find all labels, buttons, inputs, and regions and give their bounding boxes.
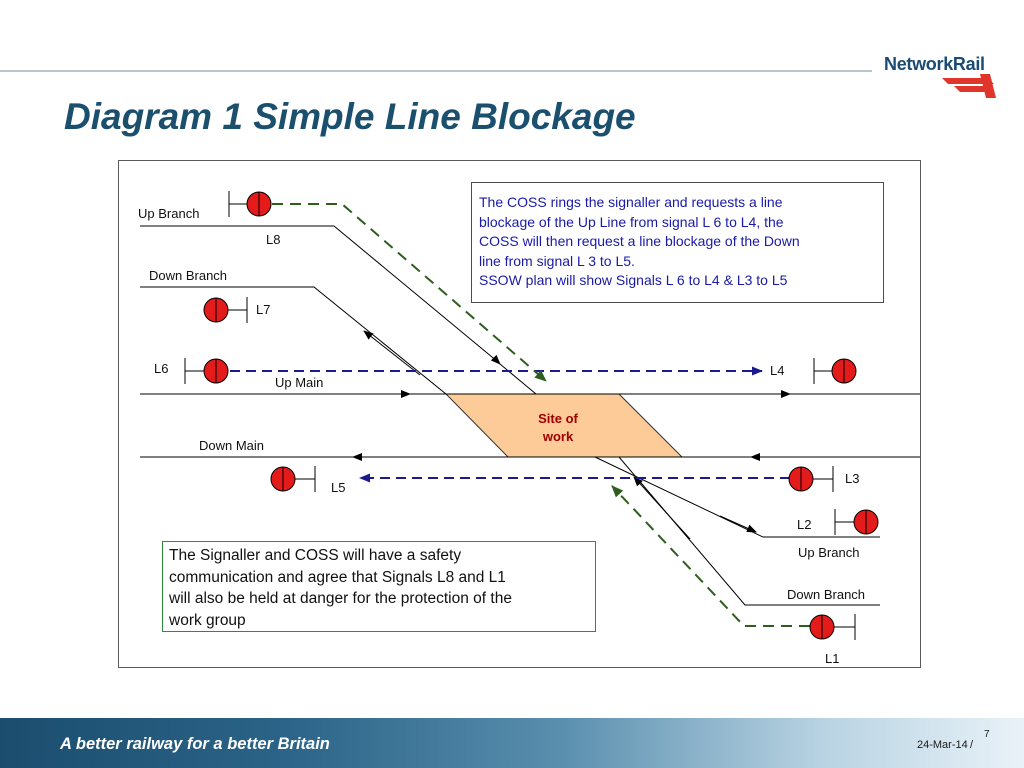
- page-number: 7: [984, 729, 990, 740]
- signal-l8-icon: [228, 191, 272, 217]
- signal-l7-icon: [203, 297, 248, 323]
- header-rule: [0, 70, 872, 72]
- label-signal-l6: L6: [154, 361, 169, 376]
- logo-text: NetworkRail: [884, 54, 985, 74]
- footer-date: 24-Mar-14: [917, 739, 968, 751]
- signal-l4-icon: [813, 358, 857, 384]
- label-signal-l8: L8: [266, 232, 281, 247]
- label-signal-l1: L1: [825, 651, 840, 666]
- label-signal-l5: L5: [331, 480, 346, 495]
- site-label-line: work: [542, 429, 574, 444]
- signal-l3-icon: [788, 466, 834, 492]
- safety-note-line: The Signaller and COSS will have a safet…: [169, 547, 462, 564]
- label-down-branch-left: Down Branch: [149, 268, 228, 283]
- signal-l2-icon: [834, 509, 879, 535]
- coss-note-line: blockage of the Up Line from signal L 6 …: [479, 213, 784, 230]
- site-label-line: Site of: [538, 411, 578, 426]
- coss-note: The COSS rings the signaller and request…: [471, 182, 884, 303]
- coss-note-line: The COSS rings the signaller and request…: [479, 194, 783, 210]
- label-signal-l4: L4: [770, 363, 785, 378]
- label-signal-l7: L7: [256, 302, 271, 317]
- logo-arrows-icon: [942, 74, 996, 98]
- safety-note: The Signaller and COSS will have a safet…: [162, 541, 596, 632]
- signal-l6-icon: [184, 358, 229, 384]
- protection-line-l1: [611, 485, 810, 627]
- coss-note-line: line from signal L 3 to L5.: [479, 252, 635, 269]
- label-down-branch-right: Down Branch: [787, 587, 866, 602]
- safety-note-line: will also be held at danger for the prot…: [169, 590, 512, 607]
- footer-tagline: A better railway for a better Britain: [60, 735, 330, 753]
- safety-note-line: communication and agree that Signals L8 …: [169, 568, 506, 586]
- label-signal-l3: L3: [845, 471, 860, 486]
- coss-note-line: COSS will then request a line blockage o…: [479, 233, 800, 249]
- safety-note-line: work group: [169, 611, 246, 629]
- signal-l1-icon: [809, 614, 856, 640]
- track-up-branch-left: [140, 225, 537, 395]
- track-down-branch-left: [140, 286, 447, 395]
- signal-l5-icon: [270, 466, 316, 492]
- protection-line-l8: [272, 203, 547, 382]
- site-of-work-label: Site of work: [515, 410, 601, 446]
- label-signal-l2: L2: [797, 517, 812, 532]
- label-up-main: Up Main: [275, 375, 324, 390]
- track-up-branch-right: [594, 456, 880, 538]
- network-rail-logo: NetworkRail: [884, 50, 996, 100]
- label-up-branch-right: Up Branch: [798, 545, 860, 560]
- label-down-main: Down Main: [199, 438, 265, 453]
- footer-band: [0, 718, 1024, 768]
- track-down-branch-right: [618, 456, 880, 606]
- page-title: Diagram 1 Simple Line Blockage: [64, 96, 636, 137]
- footer-separator: /: [970, 739, 974, 751]
- label-up-branch-left: Up Branch: [138, 206, 200, 221]
- coss-note-line: SSOW plan will show Signals L 6 to L4 & …: [479, 272, 788, 288]
